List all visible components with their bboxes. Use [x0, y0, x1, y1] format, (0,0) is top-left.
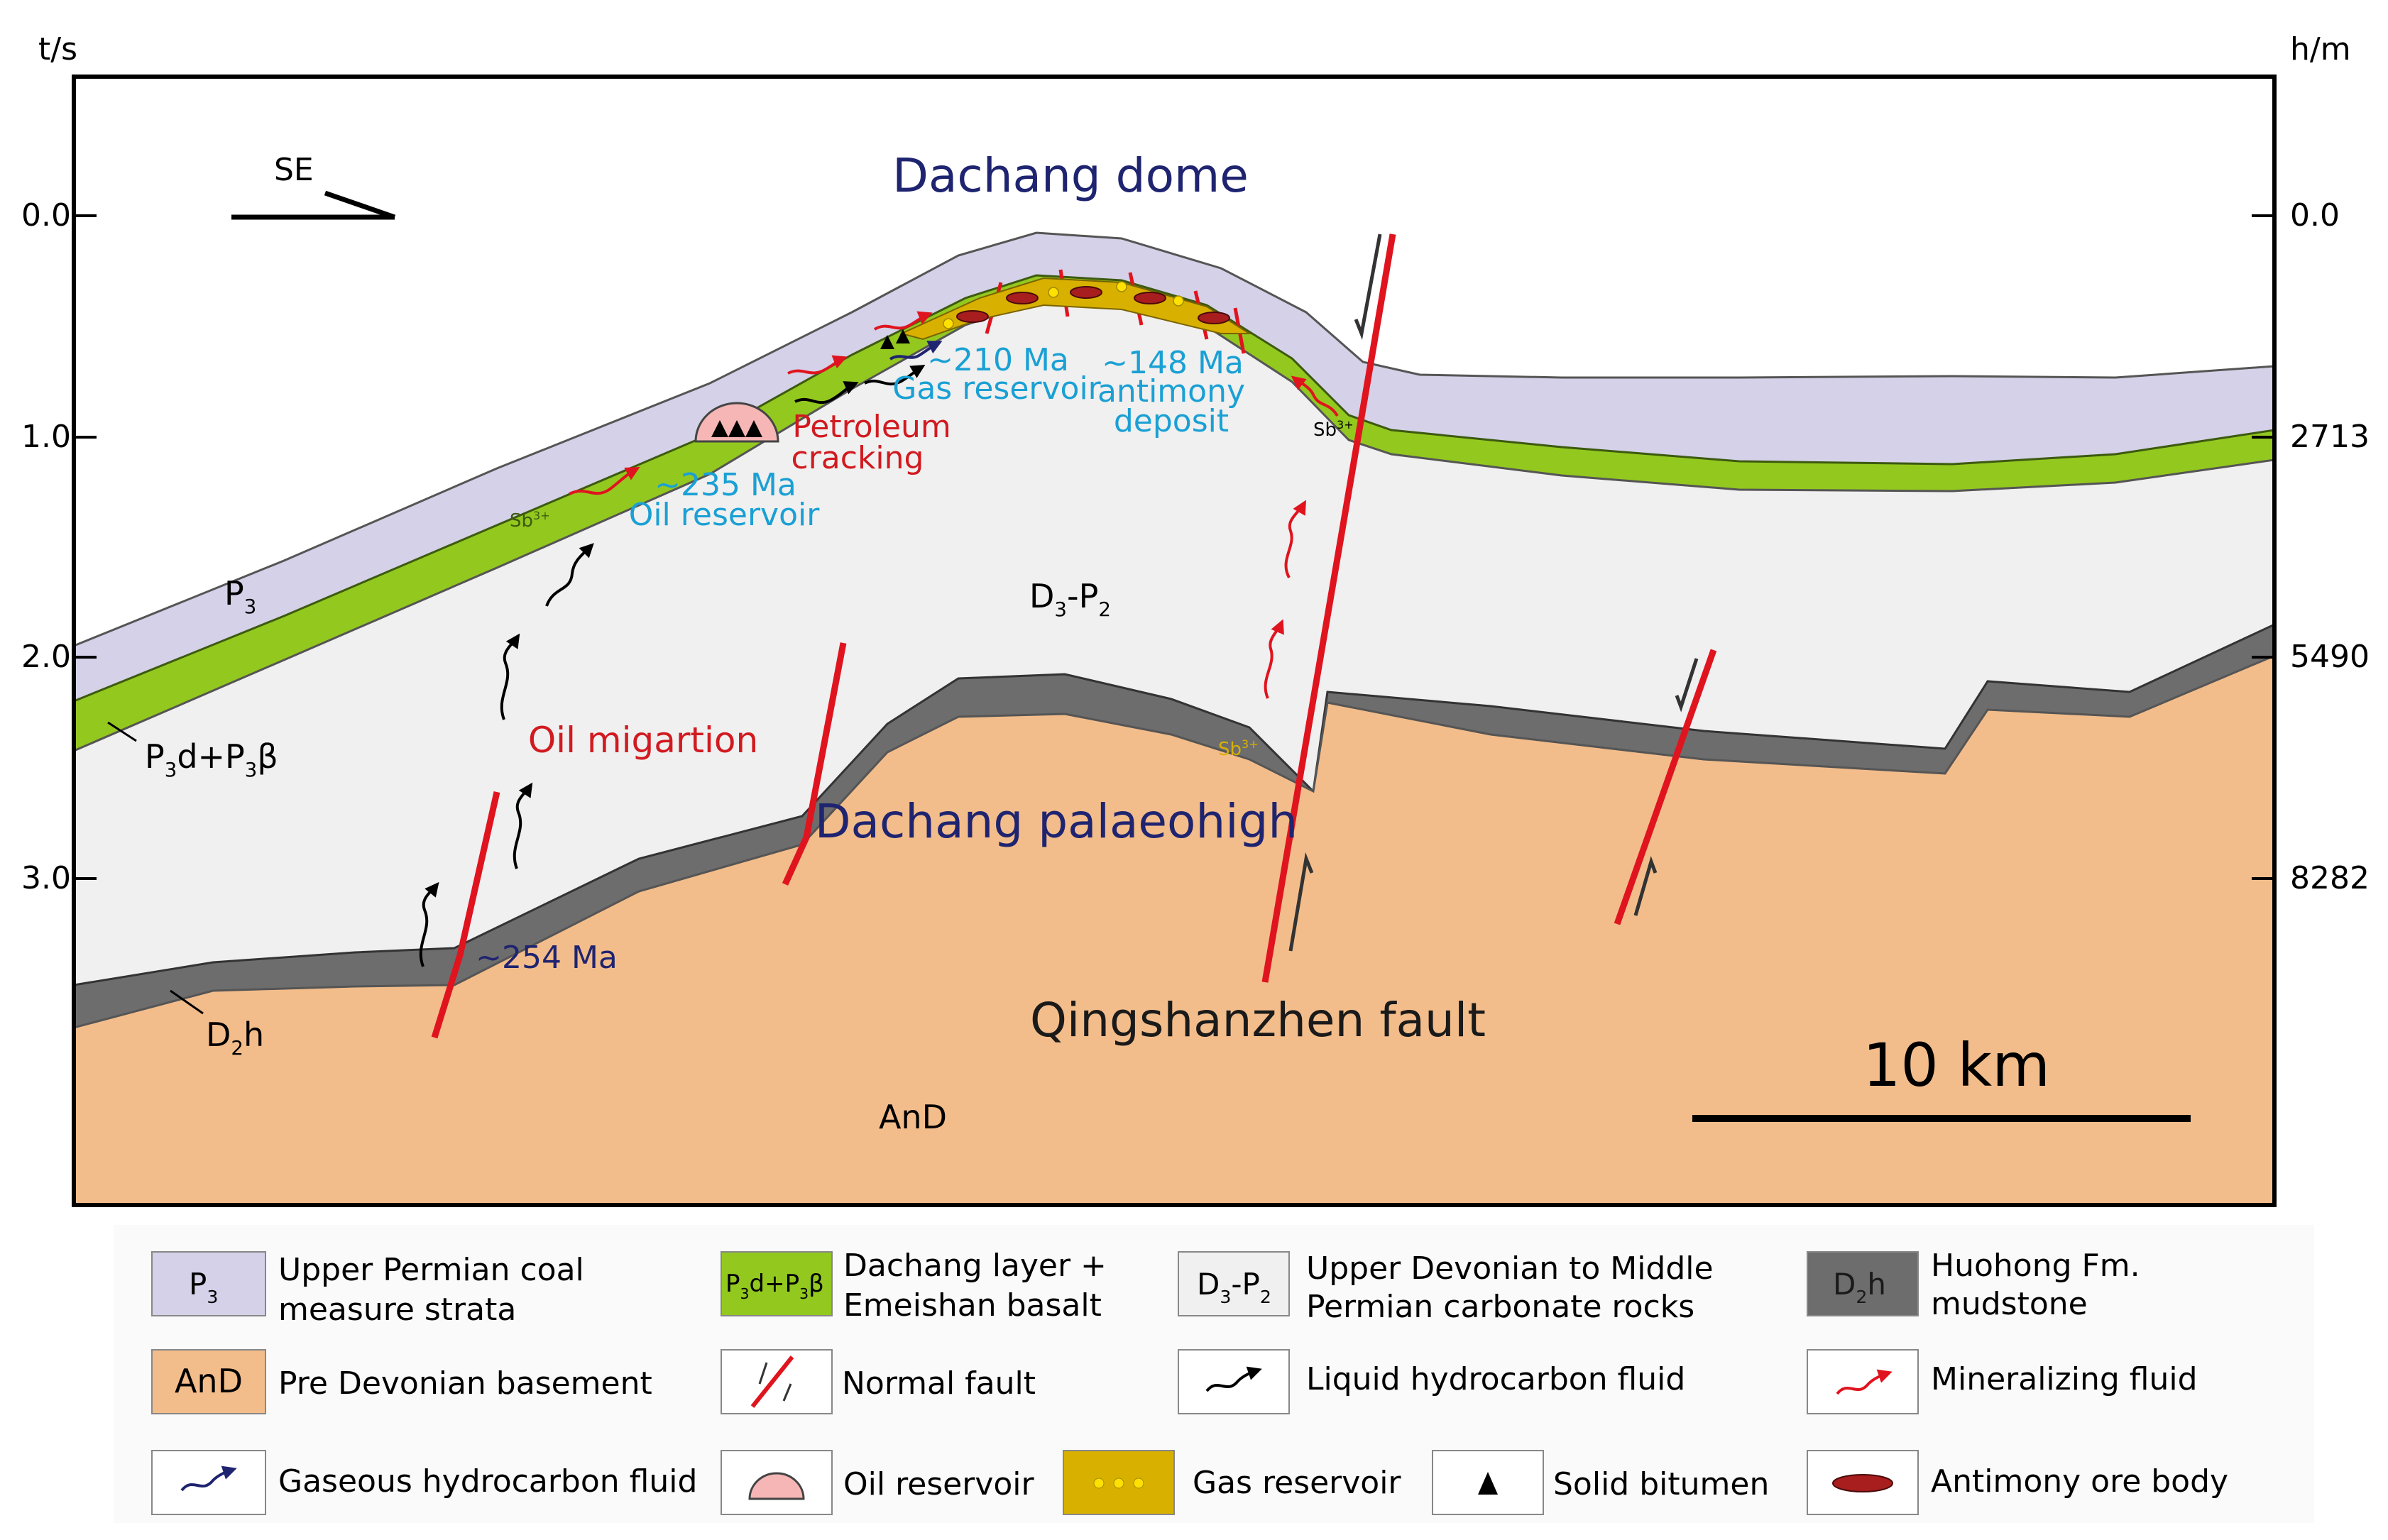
oil-reservoir-age: ~235 Ma	[654, 467, 796, 503]
right-tick-1: 2713	[2290, 419, 2370, 455]
gas-reservoir-label: Gas reservoir	[892, 370, 1101, 407]
sb-ion-labels: Sb3+ Sb3+ Sb3+	[510, 418, 1354, 760]
svg-text:Upper Permian coal: Upper Permian coal	[278, 1252, 584, 1288]
legend-item-oil-reservoir: Oil reservoir	[721, 1450, 1035, 1515]
svg-text:D3-P2: D3-P2	[1197, 1267, 1271, 1307]
dome-title: Dachang dome	[892, 148, 1249, 203]
svg-text:Sb3+: Sb3+	[510, 509, 550, 532]
svg-text:Solid bitumen: Solid bitumen	[1553, 1466, 1769, 1502]
right-axis: h/m 0.0 2713 5490 8282	[2252, 31, 2370, 896]
legend-item-mineralizing-fluid: Mineralizing fluid	[1807, 1349, 2198, 1414]
legend: P3 Upper Permian coal measure strata P3d…	[114, 1225, 2314, 1523]
svg-text:Liquid hydrocarbon fluid: Liquid hydrocarbon fluid	[1306, 1361, 1685, 1397]
fault-middle	[782, 642, 847, 886]
left-tick-3: 3.0	[21, 860, 71, 896]
mineralizing-fluid-arrows	[569, 311, 1339, 699]
svg-text:mudstone: mudstone	[1931, 1286, 2088, 1322]
svg-text:Emeishan basalt: Emeishan basalt	[843, 1287, 1102, 1324]
solid-bitumen-cluster	[880, 329, 910, 349]
and-section-label: AnD	[879, 1098, 947, 1136]
oil-migration-label: Oil migartion	[528, 720, 758, 761]
left-tick-2: 2.0	[21, 639, 71, 675]
legend-item-gas-reservoir: Gas reservoir	[1063, 1450, 1401, 1515]
cracking-label: cracking	[792, 440, 924, 476]
liquid-hydrocarbon-arrows	[419, 364, 926, 967]
oil-reservoir-label: Oil reservoir	[629, 497, 821, 533]
svg-text:Antimony ore body: Antimony ore body	[1931, 1463, 2228, 1500]
svg-text:Oil reservoir: Oil reservoir	[843, 1466, 1035, 1502]
fault-west	[431, 791, 500, 1039]
legend-item-p3: P3 Upper Permian coal measure strata	[151, 1251, 584, 1328]
faults	[431, 233, 1717, 1039]
svg-text:Mineralizing fluid: Mineralizing fluid	[1931, 1361, 2198, 1397]
svg-text:Sb3+: Sb3+	[1218, 737, 1259, 760]
svg-text:Permian carbonate rocks: Permian carbonate rocks	[1306, 1289, 1694, 1325]
gaseous-hydrocarbon-arrow	[889, 341, 943, 361]
svg-text:P3: P3	[189, 1267, 218, 1307]
left-tick-0: 0.0	[21, 197, 71, 233]
left-tick-1: 1.0	[21, 419, 71, 455]
antimony-label: antimony	[1097, 373, 1245, 409]
palaeohigh-title: Dachang palaeohigh	[815, 794, 1298, 849]
svg-text:Upper Devonian to Middle: Upper Devonian to Middle	[1306, 1250, 1714, 1287]
right-tick-3: 8282	[2290, 860, 2370, 896]
svg-text:Gas reservoir: Gas reservoir	[1193, 1465, 1401, 1501]
svg-text:D2h: D2h	[1833, 1267, 1886, 1307]
legend-item-dachang-layer: P3d+P3β Dachang layer + Emeishan basalt	[721, 1248, 1107, 1324]
legend-item-liquid-hydrocarbon: Liquid hydrocarbon fluid	[1178, 1349, 1685, 1414]
gas-droplets	[943, 281, 1184, 329]
d3p2-section-label: D3-P2	[1029, 577, 1111, 621]
svg-text:Pre Devonian basement: Pre Devonian basement	[278, 1365, 652, 1402]
cross-section: SE Dachang dome Dachang palaeohigh Qings…	[74, 77, 2274, 1205]
svg-text:Normal fault: Normal fault	[842, 1365, 1036, 1402]
fault-movement-arrows	[1288, 233, 1699, 952]
svg-text:measure strata: measure strata	[278, 1292, 516, 1328]
deposit-label: deposit	[1114, 403, 1229, 439]
right-axis-unit: h/m	[2290, 31, 2351, 67]
svg-text:P3d+P3β: P3d+P3β	[725, 1270, 824, 1302]
petroleum-label: Petroleum	[792, 409, 951, 445]
d2h-section-label: D2h	[206, 1016, 264, 1060]
p3d-section-label: P3d+P3β	[145, 737, 278, 781]
fault-title: Qingshanzhen fault	[1030, 993, 1486, 1047]
right-tick-2: 5490	[2290, 639, 2370, 675]
svg-text:Gaseous hydrocarbon fluid: Gaseous hydrocarbon fluid	[278, 1463, 697, 1500]
antimony-age: ~148 Ma	[1102, 345, 1244, 381]
legend-item-antimony-ore: Antimony ore body	[1807, 1450, 2228, 1515]
svg-text:Sb3+: Sb3+	[1313, 418, 1354, 441]
left-axis-unit: t/s	[38, 31, 77, 67]
oil-reservoir-bitumen	[711, 420, 762, 437]
se-direction-arrow	[231, 190, 396, 220]
fault-age-label: ~254 Ma	[476, 940, 618, 976]
legend-item-normal-fault: Normal fault	[721, 1349, 1036, 1414]
gas-reservoir-age: ~210 Ma	[927, 342, 1069, 378]
direction-label: SE	[274, 152, 314, 188]
antimony-ore-bodies	[956, 286, 1230, 324]
leader-lines	[107, 721, 204, 1015]
legend-item-carbonate: D3-P2 Upper Devonian to Middle Permian c…	[1178, 1250, 1714, 1325]
svg-text:Huohong Fm.: Huohong Fm.	[1931, 1248, 2140, 1284]
legend-item-solid-bitumen: Solid bitumen	[1432, 1450, 1769, 1515]
svg-text:AnD: AnD	[175, 1362, 243, 1400]
scale-bar-label: 10 km	[1863, 1030, 2050, 1100]
p3-section-label: P3	[224, 574, 256, 618]
qingshanzhen-fault	[1261, 233, 1396, 983]
svg-text:Dachang layer +: Dachang layer +	[843, 1248, 1107, 1284]
section-frame	[72, 75, 2277, 1207]
legend-item-basement: AnD Pre Devonian basement	[151, 1349, 652, 1414]
right-tick-0: 0.0	[2290, 197, 2340, 233]
legend-item-mudstone: D2h Huohong Fm. mudstone	[1807, 1248, 2140, 1322]
basement-layer	[74, 654, 2274, 1205]
fault-east	[1614, 649, 1717, 925]
legend-item-gaseous-hydrocarbon: Gaseous hydrocarbon fluid	[151, 1450, 697, 1515]
left-axis: t/s 0.0 1.0 2.0 3.0	[21, 31, 97, 896]
